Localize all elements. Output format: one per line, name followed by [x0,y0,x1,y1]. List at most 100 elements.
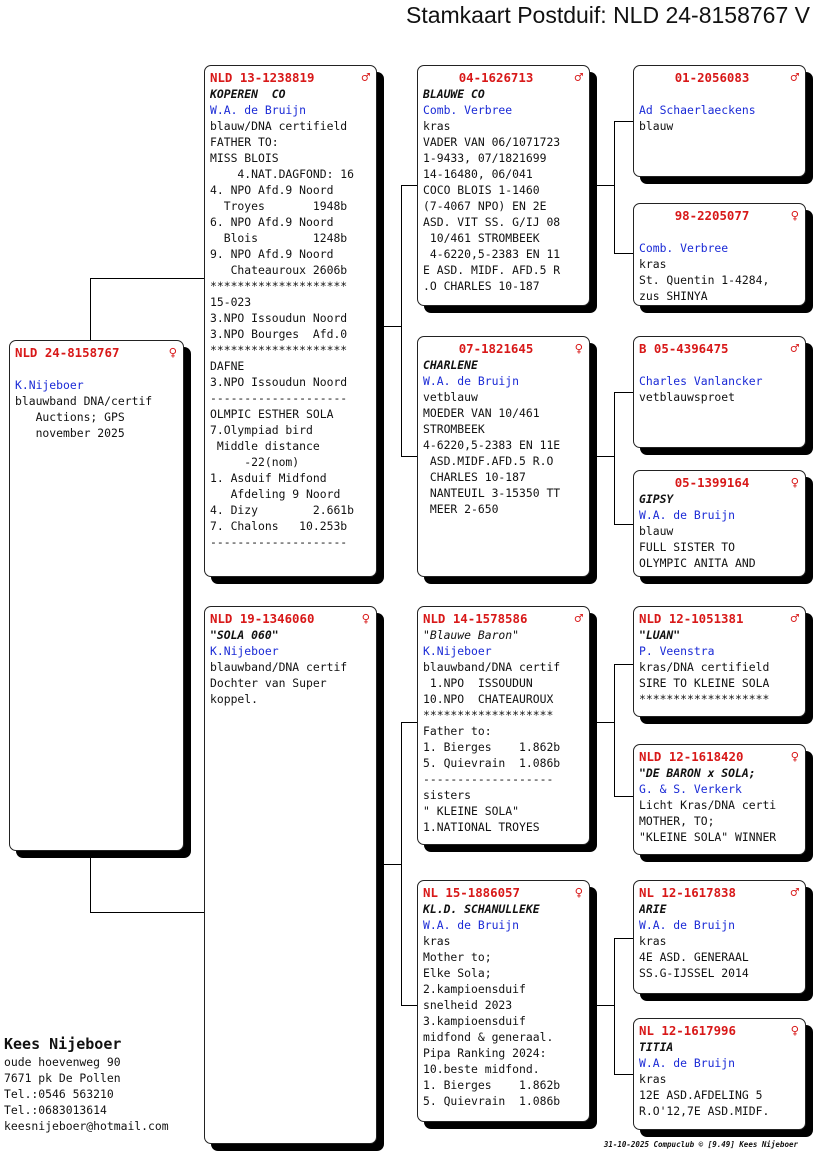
pedigree-line: 1-9433, 07/1821699 [423,151,547,165]
connector-line [614,121,615,253]
pedigree-line: 4E ASD. GENERAAL [639,950,749,964]
owner-name: W.A. de Bruijn [639,918,736,932]
male-icon: ♂ [790,611,799,627]
pigeon-card-ffm[interactable]: 98-2205077♀ Comb. Verbree kras St. Quent… [633,203,806,306]
pigeon-name [639,224,801,240]
ring-number: 98-2205077 [674,208,750,223]
pedigree-line: 10.NPO CHATEAUROUX [423,692,554,706]
connector-line [90,278,91,340]
male-icon: ♂ [574,70,583,86]
connector-line [614,253,633,254]
footer-credit: 31-10-2025 Compuclub © [9.49] Kees Nijeb… [603,1140,798,1149]
pedigree-line: 3.NPO Issoudun Noord [210,311,348,325]
pedigree-line: MEER 2-650 [423,502,499,516]
pigeon-card-father[interactable]: NLD 13-1238819♂ KOPEREN CO W.A. de Bruij… [204,65,377,577]
pigeon-name: "SOLA 060" [210,628,279,642]
pigeon-card-mother[interactable]: NLD 19-1346060♀ "SOLA 060" K.Nijeboer bl… [204,606,377,1144]
connector-line [401,185,417,186]
pedigree-line: 3.NPO Bourges Afd.0 [210,327,348,341]
pedigree-line: kras [639,1072,667,1086]
pigeon-card-mff[interactable]: NLD 12-1051381♂ "LUAN" P. Veenstra kras/… [633,606,806,717]
ring-number: NLD 14-1578586 [423,611,528,626]
connector-line [614,938,615,1074]
ring-number: NLD 12-1051381 [639,611,744,626]
pedigree-line: 3.kampioensduif [423,1014,526,1028]
pedigree-line: 15-023 [210,295,252,309]
pedigree-line: 7.Olympiad bird [210,423,313,437]
owner-name: G. & S. Verkerk [639,782,742,796]
connector-line [614,664,633,665]
pedigree-line: 4.NAT.DAGFOND: 16 [210,167,355,181]
female-icon: ♀ [168,345,177,361]
owner-name: W.A. de Bruijn [210,103,307,117]
breeder-phone: Tel.:0546 563210 [4,1087,114,1101]
pigeon-name: "Blauwe Baron" [423,628,520,642]
ring-number: 01-2056083 [674,70,750,85]
connector-line [614,524,633,525]
pedigree-line: 14-16480, 06/041 [423,167,533,181]
connector-line [614,1074,633,1075]
pedigree-line: 2.kampioensduif [423,982,526,996]
pedigree-line: "KLEINE SOLA" WINNER [639,830,777,844]
ring-number: NL 12-1617838 [639,885,736,900]
pedigree-line: kras [423,119,451,133]
pigeon-name [639,357,801,373]
owner-name: W.A. de Bruijn [639,508,736,522]
pigeon-card-mfm[interactable]: NLD 12-1618420♀ "DE BARON x SOLA; G. & S… [633,744,806,855]
male-icon: ♂ [361,70,370,86]
pigeon-name: CHARLENE [423,358,478,372]
pedigree-line: blauwband/DNA certif [423,660,561,674]
pedigree-line: Dochter van Super [210,676,327,690]
pigeon-card-fm[interactable]: 07-1821645♀ CHARLENE W.A. de Bruijn vetb… [417,336,590,577]
female-icon: ♀ [790,475,799,491]
ring-number: NLD 24-8158767 [15,345,120,360]
connector-line [90,912,204,913]
pigeon-card-fff[interactable]: 01-2056083♂ Ad Schaerlaeckens blauw [633,65,806,177]
pigeon-name: ARIE [639,902,667,916]
pigeon-name: KOPEREN CO [210,87,286,101]
connector-line [597,1005,614,1006]
pedigree-line: kras [639,934,667,948]
male-icon: ♂ [790,70,799,86]
pedigree-line: OLYMPIC ANITA AND [639,556,756,570]
connector-line [384,864,401,865]
pigeon-card-mf[interactable]: NLD 14-1578586♂ "Blauwe Baron" K.Nijeboe… [417,606,590,845]
pigeon-card-mm[interactable]: NL 15-1886057♀ KL.D. SCHANULLEKE W.A. de… [417,880,590,1122]
pigeon-name: BLAUWE CO [423,87,485,101]
owner-name: Ad Schaerlaeckens [639,103,756,117]
pedigree-line: midfond & generaal. [423,1030,554,1044]
pedigree-line: 5. Quievrain 1.086b [423,756,561,770]
pedigree-line: Troyes 1948b [210,199,348,213]
pedigree-line: SIRE TO KLEINE SOLA [639,676,770,690]
pedigree-line: 1.NATIONAL TROYES [423,820,540,834]
pedigree-line: E ASD. MIDF. AFD.5 R [423,263,561,277]
pedigree-line: 3.NPO Issoudun Noord [210,375,348,389]
pedigree-line: ******************* [423,708,554,722]
connector-line [401,722,417,723]
pedigree-line: -------------------- [210,535,348,549]
pigeon-card-subject[interactable]: NLD 24-8158767♀ K.Nijeboer blauwband DNA… [9,340,184,851]
pigeon-card-mmm[interactable]: NL 12-1617996♀ TITIA W.A. de Bruijn kras… [633,1018,806,1130]
pigeon-name: GIPSY [639,492,674,506]
pedigree-line: -22(nom) [210,455,300,469]
pedigree-line: -------------------- [210,391,348,405]
pigeon-card-ff[interactable]: 04-1626713♂ BLAUWE CO Comb. Verbree kras… [417,65,590,306]
female-icon: ♀ [361,611,370,627]
owner-name: W.A. de Bruijn [423,374,520,388]
pigeon-card-fmf[interactable]: B 05-4396475♂ Charles Vanlancker vetblau… [633,336,806,448]
pedigree-line: vetblauwsproet [639,390,736,404]
pedigree-line: R.O'12,7E ASD.MIDF. [639,1104,770,1118]
female-icon: ♀ [574,885,583,901]
pedigree-line: FATHER TO: [210,135,279,149]
pedigree-line: snelheid 2023 [423,998,513,1012]
pedigree-line: blauwband/DNA certif [210,660,348,674]
connector-line [90,851,91,912]
pigeon-name: KL.D. SCHANULLEKE [423,902,540,916]
pedigree-line: MOTHER, TO; [639,814,715,828]
breeder-city: 7671 pk De Pollen [4,1071,121,1085]
pigeon-card-mmf[interactable]: NL 12-1617838♂ ARIE W.A. de Bruijn kras … [633,880,806,994]
ring-number: NL 12-1617996 [639,1023,736,1038]
breeder-email[interactable]: keesnijeboer@hotmail.com [4,1119,169,1133]
pedigree-line: 10.beste midfond. [423,1062,540,1076]
pigeon-card-fmm[interactable]: 05-1399164♀ GIPSY W.A. de Bruijn blauw F… [633,470,806,577]
